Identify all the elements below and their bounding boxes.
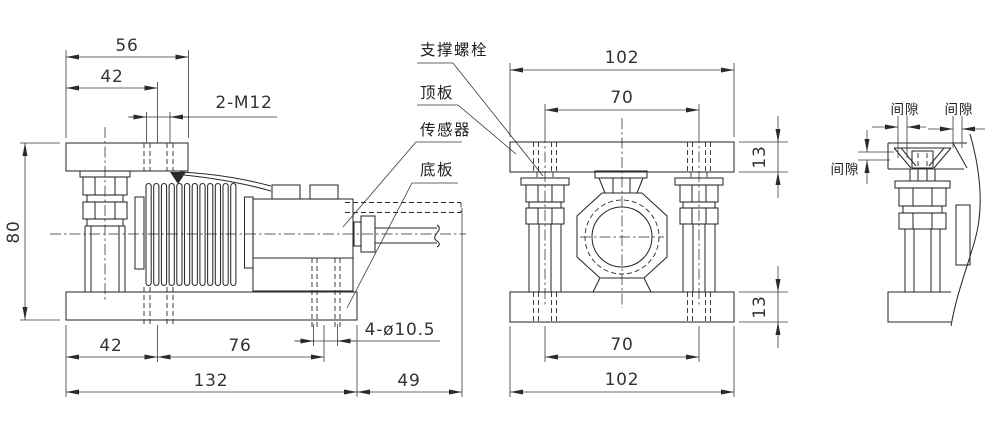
bellows-rib — [168, 182, 175, 287]
dim-42-bottom: 42 — [99, 336, 122, 356]
gap-label-top-right: 间隙 — [945, 102, 974, 118]
front-dimensions: 102 70 13 13 70 102 — [509, 48, 788, 397]
dim-102-bottom: 102 — [605, 370, 640, 390]
side-load-point — [170, 171, 272, 192]
cable-connector — [360, 215, 376, 253]
bellows-rib — [153, 182, 160, 287]
gap-label-top-left: 间隙 — [891, 102, 920, 118]
dim-76: 76 — [228, 336, 251, 356]
dim-132: 132 — [194, 371, 229, 391]
side-bottom-plate — [65, 287, 358, 325]
dim-42-top: 42 — [100, 67, 123, 87]
bellows-rib — [207, 182, 214, 287]
dim-56: 56 — [115, 36, 138, 56]
bellows-rib — [183, 182, 191, 287]
side-dimensions: 56 42 2-M12 80 4-ø10.5 42 — [4, 36, 463, 397]
dim-2-m12: 2-M12 — [215, 93, 272, 113]
dim-13-bottom: 13 — [750, 295, 770, 318]
side-cable — [353, 215, 440, 253]
detail-bottom-plate — [887, 291, 951, 323]
front-view: 102 70 13 13 70 102 — [509, 48, 788, 397]
side-view: 56 42 2-M12 80 4-ø10.5 42 — [4, 36, 466, 397]
front-bottom-plate — [509, 291, 735, 323]
bellows-rib — [145, 182, 152, 287]
dim-70-top: 70 — [610, 88, 633, 108]
bellows-rib — [191, 182, 198, 287]
front-sensor-body — [576, 170, 668, 293]
detail-clearance-dims: 间隙 间隙 间隙 — [831, 102, 985, 184]
bellows-rib — [222, 182, 229, 287]
side-support-bolt — [79, 127, 131, 302]
callout-support-bolt-label: 支撑螺栓 — [420, 41, 488, 59]
front-bolt-left — [520, 172, 570, 292]
front-bolt-right — [674, 172, 724, 292]
bellows-rib — [199, 182, 206, 287]
callout-top-plate: 顶板 — [417, 84, 517, 155]
bellows-rib — [230, 182, 237, 287]
side-bellows — [134, 182, 254, 287]
bellows-end-plate — [134, 196, 145, 270]
callout-top-plate-label: 顶板 — [420, 84, 454, 102]
load-point-arrow — [170, 172, 186, 184]
dim-4-d10-5: 4-ø10.5 — [365, 320, 436, 340]
callout-bottom-plate: 底板 — [346, 161, 458, 309]
dim-70-bottom: 70 — [610, 335, 633, 355]
dim-102-top: 102 — [605, 48, 640, 68]
detail-view: 间隙 间隙 间隙 — [831, 102, 985, 327]
callout-bottom-plate-label: 底板 — [420, 161, 454, 179]
detail-top-plate — [887, 142, 968, 170]
dim-80: 80 — [4, 220, 24, 243]
bore-circle — [591, 206, 653, 268]
dim-49: 49 — [397, 371, 420, 391]
bellows-rib — [160, 182, 168, 287]
callout-labels: 支撑螺栓 顶板 传感器 底板 — [342, 41, 544, 309]
detail-bolt — [894, 150, 951, 292]
callout-sensor-label: 传感器 — [420, 121, 471, 139]
detail-side-strip — [955, 204, 971, 266]
gap-label-left: 间隙 — [831, 162, 860, 178]
detail-break-line — [950, 133, 981, 327]
callout-support-bolt: 支撑螺栓 — [417, 41, 544, 177]
cable-break-line — [434, 224, 440, 248]
dim-13-top: 13 — [750, 145, 770, 168]
body-bolt-head — [271, 184, 301, 200]
bellows-rib — [176, 182, 183, 287]
body-bolt-head — [309, 184, 339, 200]
bellows-rib — [214, 182, 222, 287]
callout-sensor: 传感器 — [342, 121, 471, 228]
bolt-head — [911, 150, 934, 169]
